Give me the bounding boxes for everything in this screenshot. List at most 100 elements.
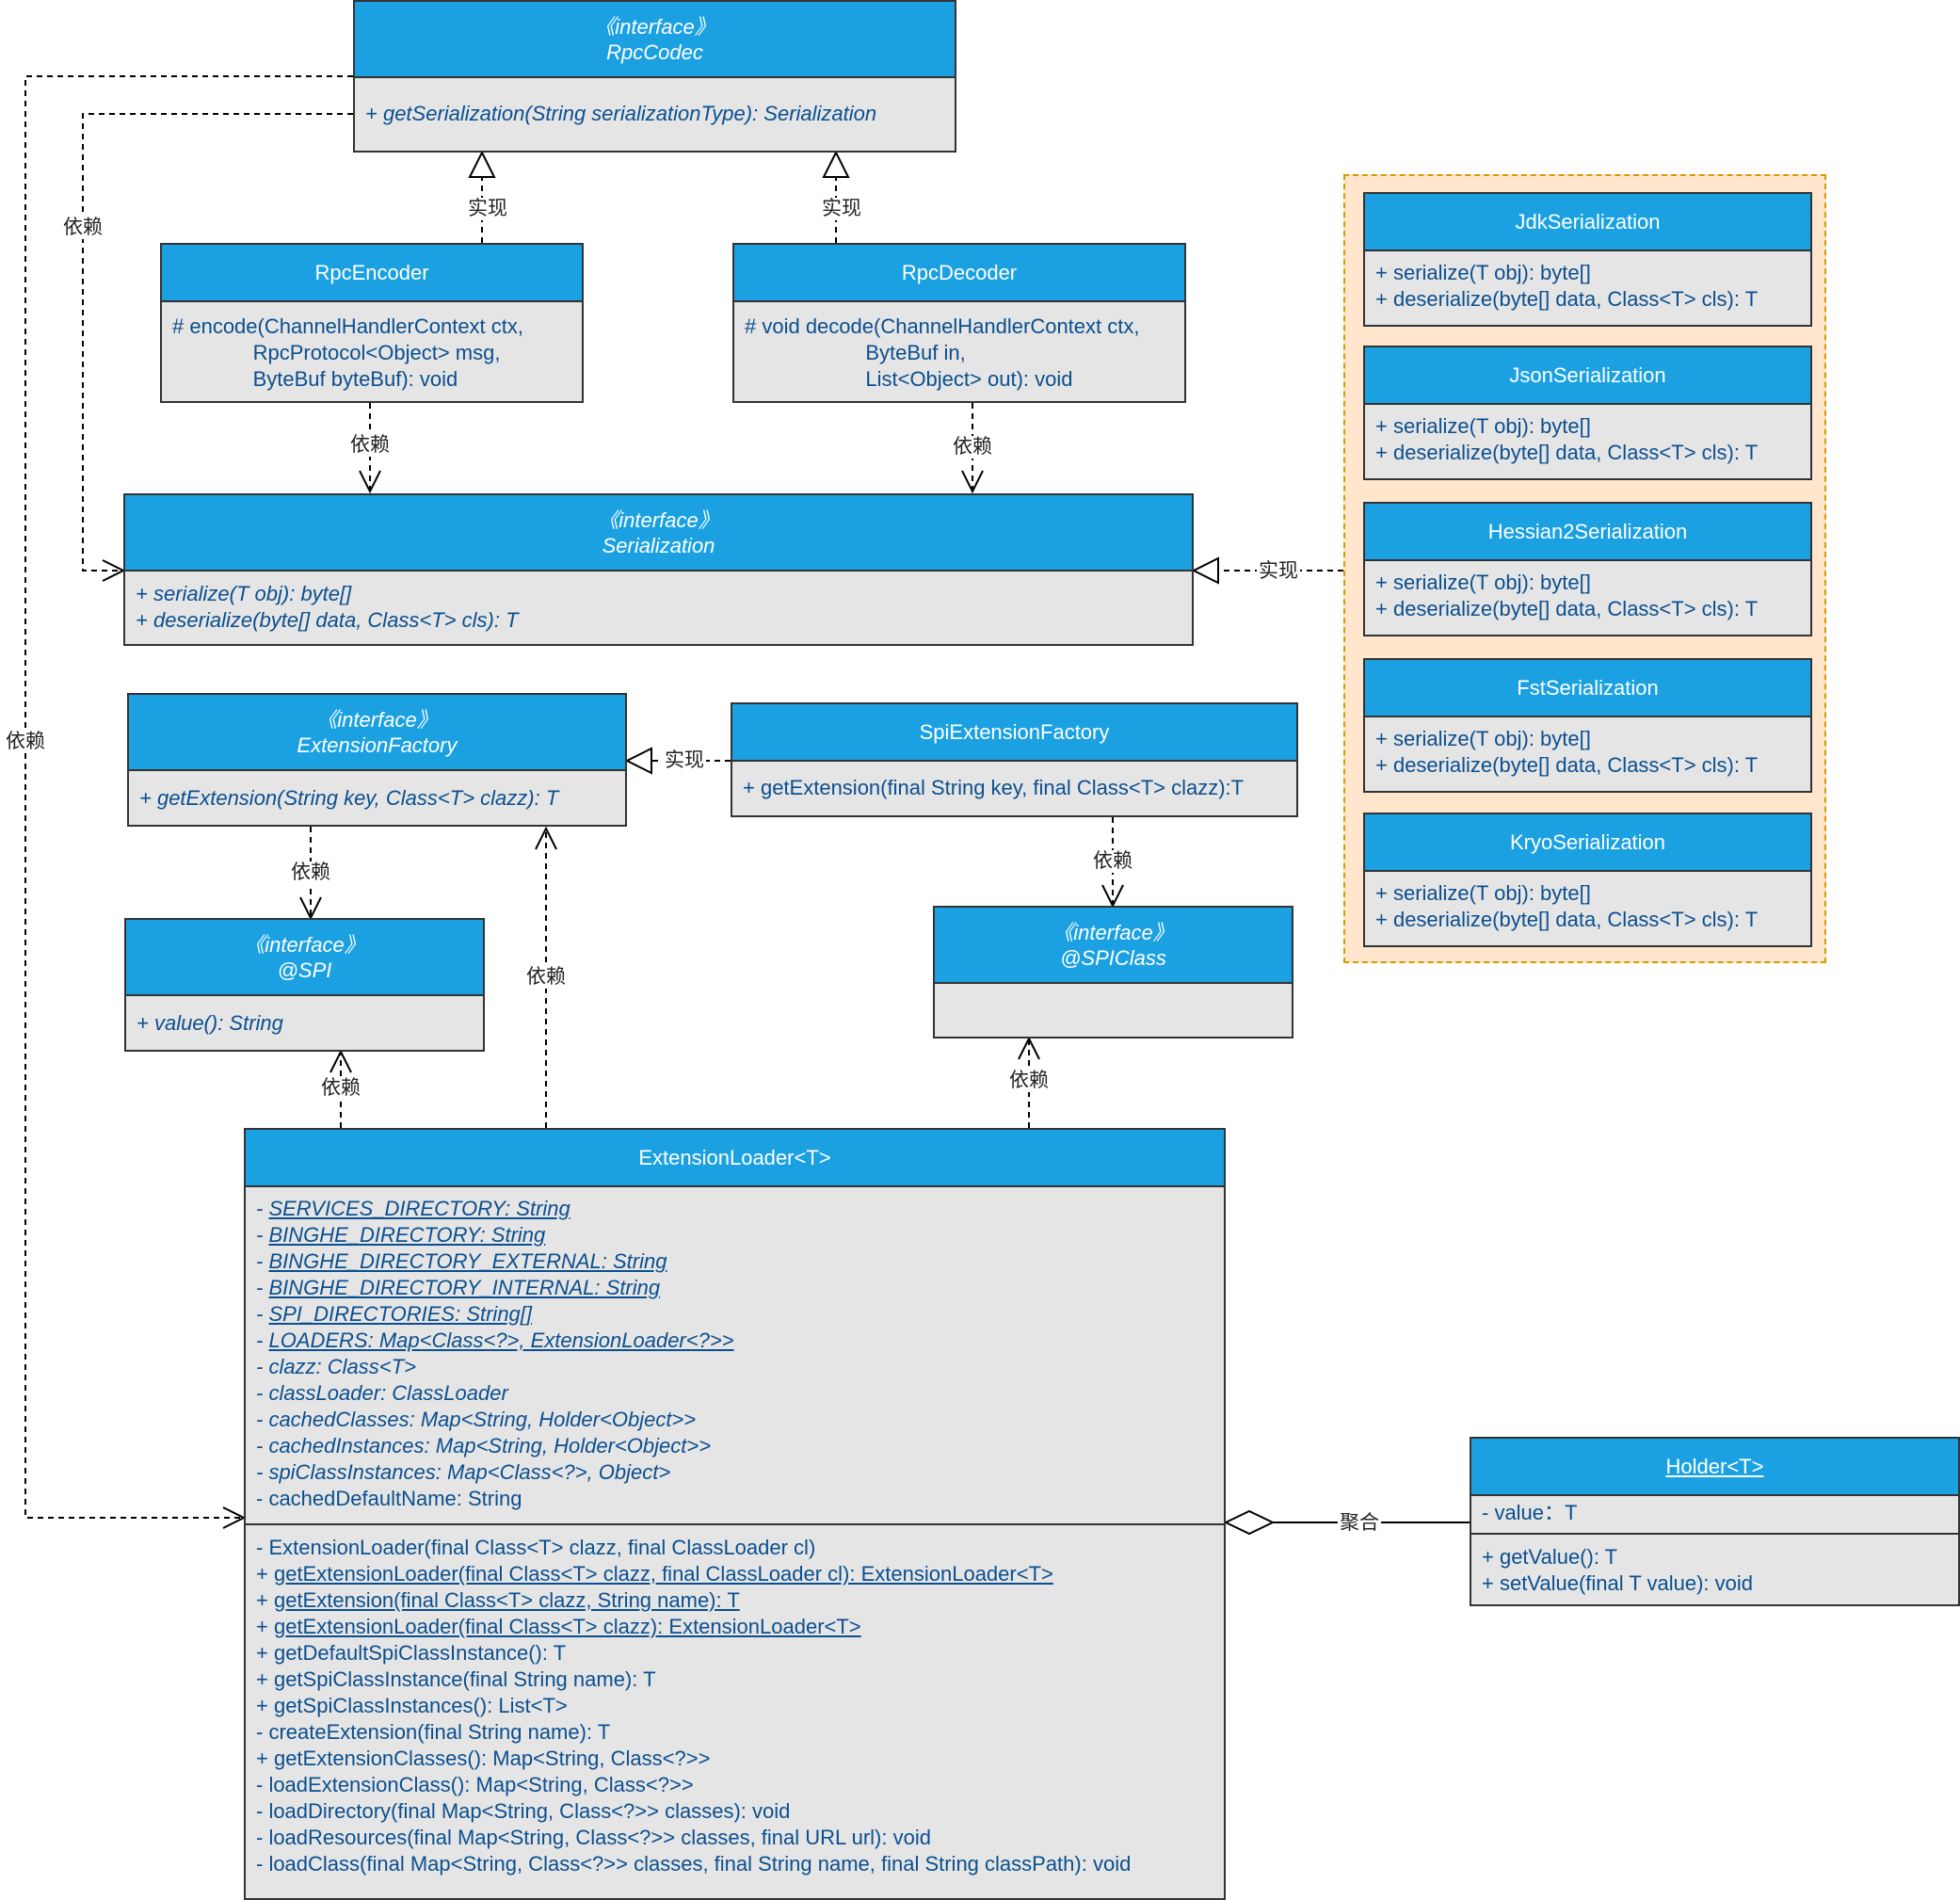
class-jsonserialization[interactable]: JsonSerialization + serialize(T obj): by… xyxy=(1363,346,1812,480)
class-rpcencoder[interactable]: RpcEncoder # encode(ChannelHandlerContex… xyxy=(160,243,584,403)
dep-label-spifactory-spiclass: 依赖 xyxy=(1091,850,1134,873)
operation: + getExtensionClasses(): Map<String, Cla… xyxy=(256,1747,711,1770)
dep-label-decoder: 依赖 xyxy=(951,436,994,459)
static-operation: + getExtensionLoader(final Class<T> claz… xyxy=(256,1614,1224,1640)
operation: + getSpiClassInstances(): List<T> xyxy=(256,1694,568,1717)
operation: + serialize(T obj): byte[] xyxy=(1375,727,1591,750)
class-rpcdecoder[interactable]: RpcDecoder # void decode(ChannelHandlerC… xyxy=(732,243,1186,403)
fields-section: - value：T xyxy=(1471,1500,1958,1526)
constructor: - ExtensionLoader(final Class<T> clazz, … xyxy=(256,1536,816,1559)
static-field: - LOADERS: Map<Class<?>, ExtensionLoader… xyxy=(256,1328,1224,1354)
visibility-marker: + xyxy=(256,1588,274,1612)
operations-section: + serialize(T obj): byte[] + deserialize… xyxy=(1365,880,1810,933)
class-holder[interactable]: Holder<T> - value：T + getValue(): T + se… xyxy=(1470,1437,1960,1606)
dep-edge-codec-serialization xyxy=(82,113,353,571)
visibility-marker: - xyxy=(256,1302,269,1326)
operation-text: getExtension(final Class<T> clazz, Strin… xyxy=(273,1588,740,1612)
operation: + deserialize(byte[] data, Class<T> cls)… xyxy=(1375,287,1759,311)
agg-label-holder: 聚合 xyxy=(1338,1512,1381,1535)
operation: ByteBuf byteBuf): void xyxy=(172,367,458,391)
operation: + getSerialization(String serializationT… xyxy=(365,102,877,125)
field-text: SPI_DIRECTORIES: String[] xyxy=(268,1302,533,1326)
stereotype-label: 《interface》 xyxy=(316,707,438,732)
field-text: BINGHE_DIRECTORY_INTERNAL: String xyxy=(268,1276,661,1299)
operation: + deserialize(byte[] data, Class<T> cls)… xyxy=(1375,441,1759,464)
operations-section: + getExtension(final String key, final C… xyxy=(732,775,1296,801)
class-rpccodec[interactable]: 《interface》 RpcCodec + getSerialization(… xyxy=(353,0,956,153)
field: - cachedInstances: Map<String, Holder<Ob… xyxy=(256,1434,712,1457)
stereotype-label: 《interface》 xyxy=(244,932,365,957)
operation: + getValue(): T xyxy=(1482,1545,1618,1569)
fields-section: - SERVICES_DIRECTORY: String - BINGHE_DI… xyxy=(246,1196,1224,1512)
class-jdkserialization[interactable]: JdkSerialization + serialize(T obj): byt… xyxy=(1363,192,1812,327)
operations-section: + serialize(T obj): byte[] + deserialize… xyxy=(1365,726,1810,779)
class-fstserialization[interactable]: FstSerialization + serialize(T obj): byt… xyxy=(1363,658,1812,793)
operation: + deserialize(byte[] data, Class<T> cls)… xyxy=(1375,753,1759,777)
operation: + getExtension(String key, Class<T> claz… xyxy=(139,786,559,810)
class-name: RpcCodec xyxy=(606,40,703,64)
class-spiclass[interactable]: 《interface》 @SPIClass xyxy=(933,906,1293,1039)
field: - value：T xyxy=(1482,1501,1578,1524)
operations-section: + getSerialization(String serializationT… xyxy=(355,101,955,127)
class-spi[interactable]: 《interface》 @SPI + value(): String xyxy=(124,918,485,1052)
operations-section: # void decode(ChannelHandlerContext ctx,… xyxy=(734,314,1184,393)
field: - spiClassInstances: Map<Class<?>, Objec… xyxy=(256,1460,671,1484)
operations-section: + serialize(T obj): byte[] + deserialize… xyxy=(1365,570,1810,622)
impl-label-decoder: 实现 xyxy=(820,198,863,220)
operation: + serialize(T obj): byte[] xyxy=(136,582,352,605)
class-name: SpiExtensionFactory xyxy=(919,720,1110,744)
visibility-marker: - xyxy=(256,1276,269,1299)
dep-label-loader-spiclass: 依赖 xyxy=(1007,1070,1051,1092)
static-field: - SPI_DIRECTORIES: String[] xyxy=(256,1301,1224,1328)
operation: + getDefaultSpiClassInstance(): T xyxy=(256,1641,567,1665)
operation: - loadResources(final Map<String, Class<… xyxy=(256,1826,931,1849)
impl-label-group: 实现 xyxy=(1257,560,1300,583)
class-name: FstSerialization xyxy=(1517,676,1659,700)
impl-label-encoder: 实现 xyxy=(466,198,509,220)
class-spiextensionfactory[interactable]: SpiExtensionFactory + getExtension(final… xyxy=(731,702,1298,817)
class-serialization[interactable]: 《interface》 Serialization + serialize(T … xyxy=(123,493,1194,646)
operation: + setValue(final T value): void xyxy=(1482,1571,1753,1595)
class-name: Holder<T> xyxy=(1665,1455,1764,1478)
impl-label-spifactory: 实现 xyxy=(663,749,706,772)
operations-section: # encode(ChannelHandlerContext ctx, RpcP… xyxy=(162,314,582,393)
operation: ByteBuf in, xyxy=(745,341,966,364)
operation: RpcProtocol<Object> msg, xyxy=(172,341,501,364)
class-name: Hessian2Serialization xyxy=(1487,520,1688,543)
static-field: - BINGHE_DIRECTORY_INTERNAL: String xyxy=(256,1275,1224,1301)
operation: - loadDirectory(final Map<String, Class<… xyxy=(256,1799,791,1823)
field-text: BINGHE_DIRECTORY_EXTERNAL: String xyxy=(268,1249,667,1273)
dep-label-codec-loader: 依赖 xyxy=(4,731,47,753)
operation: + getSpiClassInstance(final String name)… xyxy=(256,1667,656,1691)
operation-text: getExtensionLoader(final Class<T> clazz,… xyxy=(273,1562,1053,1586)
operation: + deserialize(byte[] data, Class<T> cls)… xyxy=(1375,908,1759,931)
dep-label-loader-extfactory: 依赖 xyxy=(524,966,568,989)
class-name: JdkSerialization xyxy=(1515,210,1661,233)
field-text: SERVICES_DIRECTORY: String xyxy=(268,1197,570,1220)
visibility-marker: - xyxy=(256,1197,269,1220)
operation: List<Object> out): void xyxy=(745,367,1073,391)
operation: + serialize(T obj): byte[] xyxy=(1375,881,1591,905)
operation: + serialize(T obj): byte[] xyxy=(1375,414,1591,438)
dep-edge-codec-extensionloader xyxy=(24,75,353,1518)
static-field: - BINGHE_DIRECTORY: String xyxy=(256,1222,1224,1248)
class-extensionloader[interactable]: ExtensionLoader<T> - SERVICES_DIRECTORY:… xyxy=(244,1128,1226,1900)
static-field: - BINGHE_DIRECTORY_EXTERNAL: String xyxy=(256,1248,1224,1275)
operations-section: + serialize(T obj): byte[] + deserialize… xyxy=(1365,413,1810,466)
operations-section: + getExtension(String key, Class<T> claz… xyxy=(129,785,625,812)
class-extensionfactory[interactable]: 《interface》 ExtensionFactory + getExtens… xyxy=(127,693,627,827)
class-hessian2serialization[interactable]: Hessian2Serialization + serialize(T obj)… xyxy=(1363,502,1812,636)
field: - classLoader: ClassLoader xyxy=(256,1381,508,1405)
class-name: ExtensionLoader<T> xyxy=(638,1146,831,1169)
operation: - loadClass(final Map<String, Class<?>> … xyxy=(256,1852,1132,1876)
visibility-marker: - xyxy=(256,1328,269,1352)
class-kryoserialization[interactable]: KryoSerialization + serialize(T obj): by… xyxy=(1363,813,1812,947)
dep-label-codec-serialization: 依赖 xyxy=(61,217,104,239)
field: - clazz: Class<T> xyxy=(256,1355,416,1378)
class-name: ExtensionFactory xyxy=(297,733,458,757)
operation: # void decode(ChannelHandlerContext ctx, xyxy=(745,314,1140,338)
operation-text: getExtensionLoader(final Class<T> clazz)… xyxy=(273,1615,861,1638)
operation: + serialize(T obj): byte[] xyxy=(1375,261,1591,284)
operations-section: - ExtensionLoader(final Class<T> clazz, … xyxy=(246,1523,1224,1877)
